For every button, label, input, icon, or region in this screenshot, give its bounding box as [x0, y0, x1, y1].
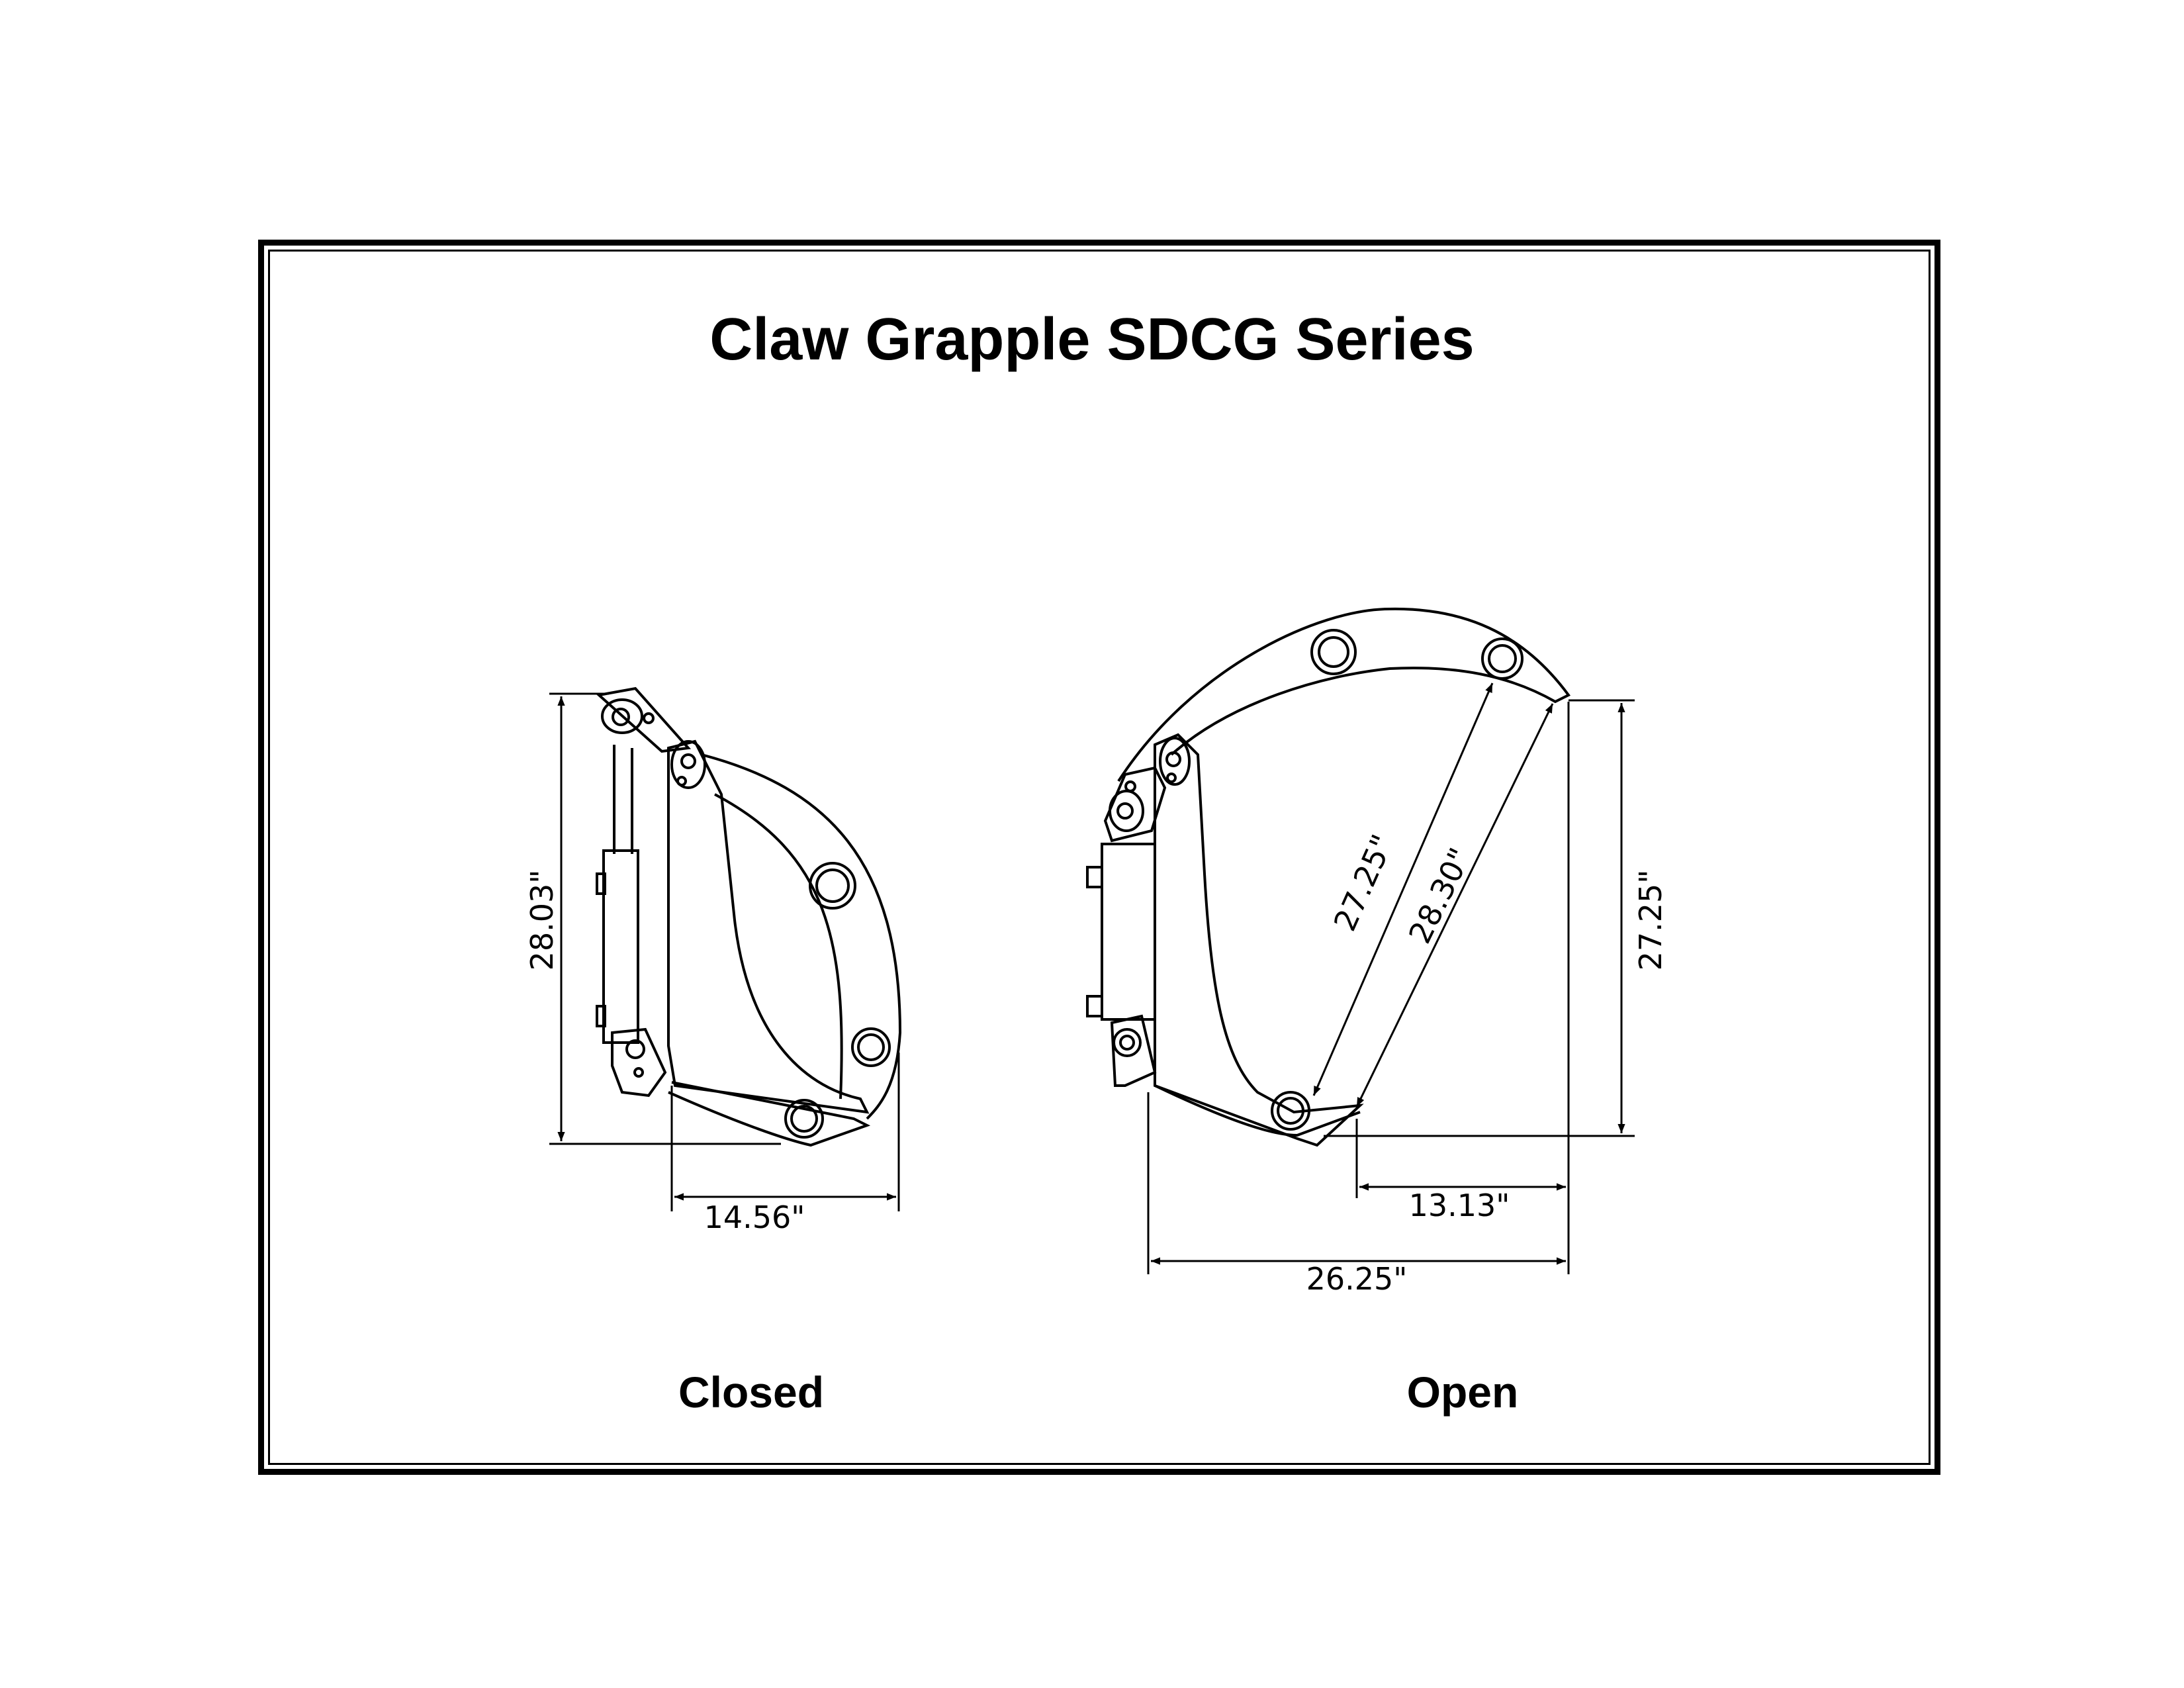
page-title: Claw Grapple SDCG Series: [709, 306, 1475, 373]
open-dimensions: [1147, 682, 1635, 1274]
outer-border: [258, 240, 1940, 1475]
inner-border: [268, 250, 1931, 1465]
open-grapple: [1086, 607, 1571, 1147]
closed-height-label: 28.03": [524, 870, 560, 971]
open-tip-width-label: 13.13": [1409, 1188, 1510, 1223]
open-overall-width-label: 26.25": [1306, 1261, 1408, 1297]
open-caption: Open: [1406, 1368, 1519, 1417]
closed-caption: Closed: [678, 1368, 825, 1417]
open-outer-reach-label: 28.30": [1402, 842, 1479, 949]
closed-width-label: 14.56": [704, 1199, 805, 1235]
closed-grapple: [596, 686, 902, 1147]
closed-dimensions: [549, 692, 900, 1211]
open-height-label: 27.25": [1633, 870, 1668, 971]
